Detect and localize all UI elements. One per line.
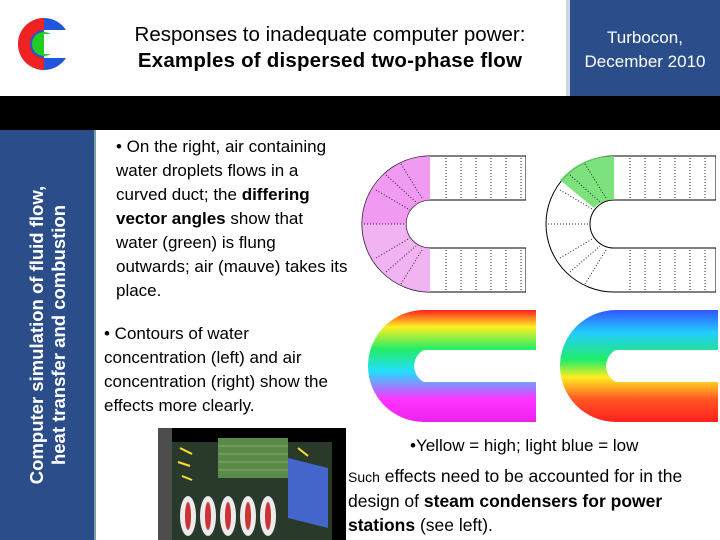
air-contour-plot bbox=[540, 304, 718, 422]
bullet1-suffix: show that water (green) is flung outward… bbox=[116, 209, 348, 300]
condenser-note: Such effects need to be accounted for in… bbox=[348, 464, 712, 537]
steam-condenser-image bbox=[158, 428, 346, 540]
page-title: Responses to inadequate computer power: … bbox=[92, 22, 568, 74]
bullet-color-legend: •Yellow = high; light blue = low bbox=[410, 436, 639, 455]
sidebar-line-2: heat transfer and combustion bbox=[48, 204, 69, 466]
bullet1-prefix: • On the right, air containing water dro… bbox=[116, 137, 327, 204]
title-line-2: Examples of dispersed two-phase flow bbox=[137, 49, 523, 72]
note-small: Such bbox=[348, 469, 380, 485]
note-text-1: effects need to be accounted for in the … bbox=[348, 466, 683, 511]
stamp-line-1: Turbocon, bbox=[607, 28, 683, 47]
stamp-edge bbox=[566, 0, 570, 96]
sidebar bbox=[0, 130, 96, 540]
bullet-vector-explanation: • On the right, air containing water dro… bbox=[116, 135, 348, 303]
vector-plot-left bbox=[346, 150, 526, 298]
bullet1-bold: differing vector angles bbox=[116, 185, 310, 228]
sidebar-caption: Computer simulation of fluid flow, heat … bbox=[26, 135, 70, 535]
event-stamp: Turbocon, December 2010 bbox=[570, 0, 720, 96]
header-divider-bar bbox=[0, 96, 720, 130]
title-line-1: Responses to inadequate computer power: bbox=[134, 23, 526, 46]
water-contour-plot bbox=[344, 304, 536, 422]
cham-logo-icon bbox=[14, 14, 74, 74]
bullet-contours-explanation: • Contours of water concentration (left)… bbox=[104, 324, 328, 415]
sidebar-line-1: Computer simulation of fluid flow, bbox=[26, 185, 47, 485]
note-text-2: (see left). bbox=[415, 515, 493, 535]
stamp-line-2: December 2010 bbox=[584, 52, 706, 71]
note-bold: steam condensers for power stations bbox=[348, 491, 663, 535]
vector-plot-right bbox=[530, 150, 716, 298]
